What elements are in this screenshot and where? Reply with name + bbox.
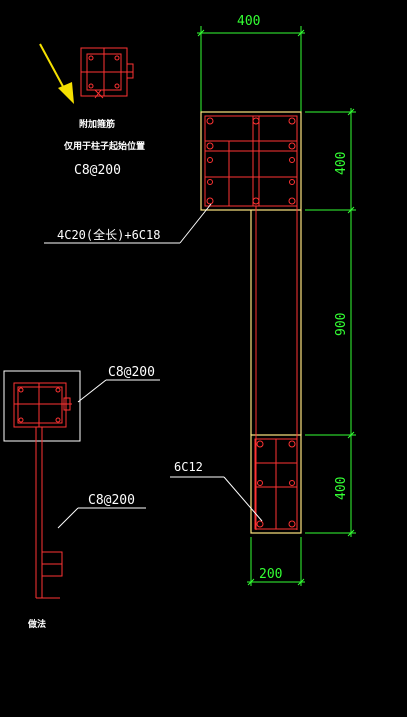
seg-bottom-label: 400: [334, 477, 349, 500]
main-rebar-leader: [44, 203, 212, 244]
top-width-label: 400: [237, 14, 260, 29]
bottom-width-label: 200: [259, 567, 282, 582]
bottom-rebar-leader: [170, 476, 263, 522]
stirrup-top-label: C8@200: [74, 163, 121, 178]
bottom-section-rebar: [254, 438, 298, 530]
column-outline: [200, 111, 302, 534]
small-detail-rebar: [13, 382, 72, 599]
right-dimension: [305, 108, 356, 537]
main-rebar-label: 4C20(全长)+6C18: [57, 227, 160, 242]
arrow-icon: [39, 43, 74, 104]
bottom-rebar-label: 6C12: [174, 460, 203, 474]
top-width-dimension: [197, 26, 305, 112]
stirrup-small-1-label: C8@200: [108, 365, 155, 380]
stirrup-detail-icon: [80, 47, 134, 99]
bottom-width-dimension: [247, 537, 305, 586]
note-line-2: 仅用于柱子起始位置: [63, 140, 145, 152]
stirrup-small-2-leader: [57, 507, 146, 529]
stirrup-small-2-label: C8@200: [88, 493, 135, 508]
top-section-rebar: [204, 115, 298, 207]
stirrup-small-1-leader: [77, 379, 160, 403]
seg-middle-label: 900: [334, 313, 349, 336]
note-line-1: 附加箍筋: [79, 118, 115, 130]
seg-top-label: 400: [334, 152, 349, 175]
small-detail-caption: 做法: [27, 618, 46, 630]
